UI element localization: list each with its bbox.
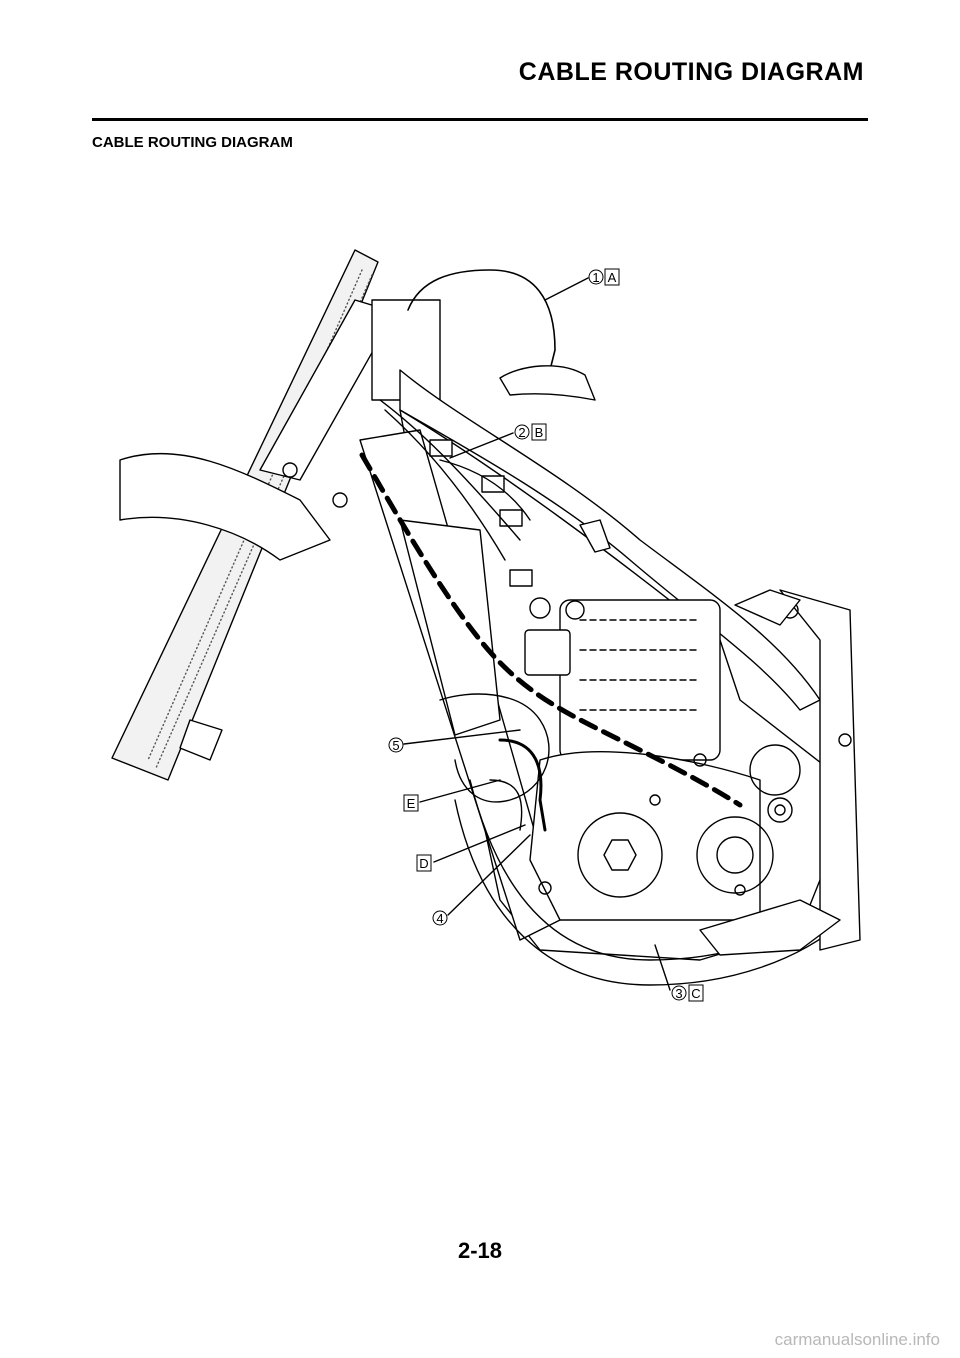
section-title: CABLE ROUTING DIAGRAM (92, 134, 293, 151)
steering-head (282, 299, 441, 508)
callout-3: 3 C (671, 984, 704, 1002)
callout-d: D (416, 854, 432, 872)
callout-3-letter: C (691, 986, 700, 1001)
front-fender (119, 452, 331, 561)
callout-1-number: 1 (592, 270, 599, 285)
callout-2-letter: B (535, 425, 544, 440)
callout-e-letter: E (407, 796, 416, 811)
routed-cable-dashed (359, 452, 743, 808)
skid-plate (699, 899, 841, 956)
header-divider (92, 118, 868, 121)
page-number: 2-18 (457, 1238, 503, 1263)
callout-4-number: 4 (436, 911, 443, 926)
callout-1: 1 A (588, 268, 620, 286)
watermark-text: carmanualsonline.info (774, 1330, 940, 1349)
harness-connectors (379, 399, 533, 587)
engine (524, 597, 801, 921)
callout-2-number: 2 (518, 425, 525, 440)
callout-2: 2 B (514, 423, 547, 441)
callout-1-letter: A (608, 270, 617, 285)
callout-4: 4 (432, 910, 448, 926)
callout-5: 5 (388, 737, 404, 753)
callout-3-number: 3 (675, 986, 682, 1001)
wire-harness-loop (439, 693, 550, 803)
cable-1 (407, 269, 556, 371)
callout-5-number: 5 (392, 738, 399, 753)
callout-e: E (403, 794, 419, 812)
callout-d-letter: D (419, 856, 428, 871)
handguard-bracket (499, 365, 596, 401)
header-title: CABLE ROUTING DIAGRAM (518, 58, 864, 86)
